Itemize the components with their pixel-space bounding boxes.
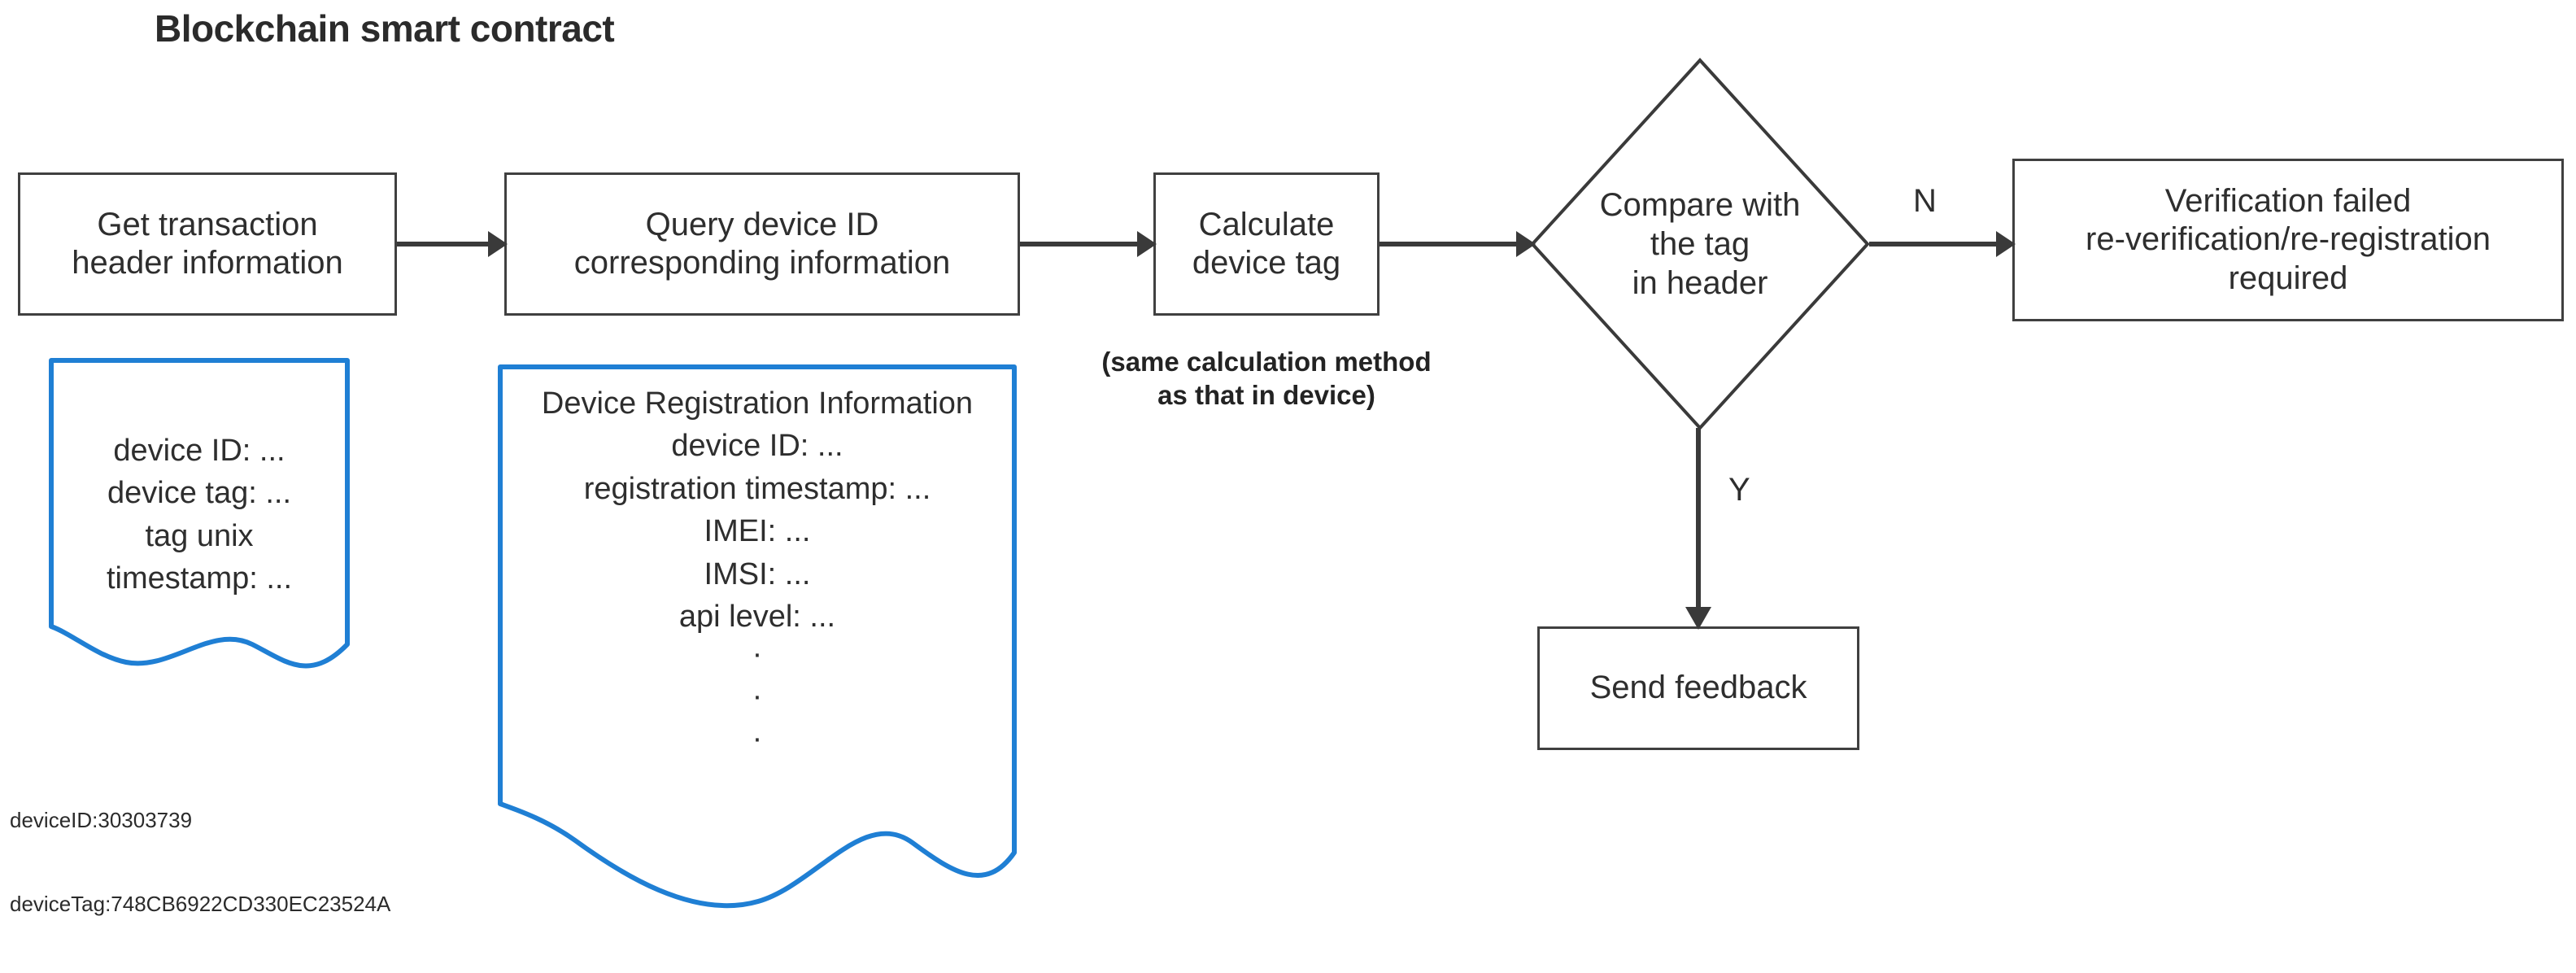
document-wave-shape-icon [49,358,350,669]
page-title: Blockchain smart contract [155,7,615,50]
hex-line-device-id: deviceID:30303739 [10,807,193,832]
annotation-same-calculation-method: (same calculation method as that in devi… [1072,345,1461,412]
hex-line-device-tag-1: deviceTag:748CB6922CD330EC23524A [10,891,391,916]
decision-diamond-compare-tag[interactable]: Compare with the tag in header [1529,57,1871,431]
connector-calculate-to-decision [1380,226,1536,262]
line-1: Query device ID [645,206,879,242]
arrow-down-icon [1685,428,1711,630]
connector-decision-to-send-feedback [1680,428,1716,630]
process-box-send-feedback-label: Send feedback [1546,669,1850,707]
line-1: Verification failed [2164,183,2412,220]
line-2: header information [72,245,343,281]
branch-label-no: N [1913,183,1937,219]
connector-get-to-query [397,226,508,262]
process-box-calculate-device-tag[interactable]: Calculate device tag [1153,172,1380,316]
process-box-get-transaction-header[interactable]: Get transaction header information [18,172,397,316]
process-box-query-device-id[interactable]: Query device ID corresponding informatio… [504,172,1020,316]
process-box-query-device-id-label: Query device ID corresponding informatio… [513,206,1011,282]
line-2: as that in device) [1157,380,1375,411]
connector-decision-to-verification-failed [1869,226,2016,262]
line-1: (same calculation method [1101,347,1432,377]
process-box-verification-failed[interactable]: Verification failed re-verification/re-r… [2012,159,2564,321]
arrow-right-icon [397,231,508,257]
document-shape-transaction-header-fields: device ID: ... device tag: ... tag unix … [49,358,350,700]
connector-query-to-calculate [1020,226,1157,262]
process-box-get-transaction-header-label: Get transaction header information [27,206,388,282]
process-box-verification-failed-label: Verification failed re-verification/re-r… [2021,182,2555,298]
document-wave-shape-icon [498,364,1017,909]
line-2: corresponding information [573,245,951,281]
line-1: Calculate [1198,206,1335,242]
process-box-send-feedback[interactable]: Send feedback [1537,626,1859,750]
arrow-right-icon [1380,231,1536,257]
arrow-right-icon [1020,231,1157,257]
line-2: re-verification/re-registration [2086,221,2491,258]
line-2: device tag [1192,245,1341,281]
line-1: Send feedback [1589,670,1807,706]
branch-label-yes: Y [1728,472,1750,508]
process-box-calculate-device-tag-label: Calculate device tag [1162,206,1371,282]
arrow-right-icon [1869,231,2016,257]
document-shape-device-registration-information: Device Registration Information device I… [498,364,1017,910]
line-1: Get transaction [97,206,318,242]
diamond-shape-icon [1530,58,1870,430]
hex-sample-caption: deviceID:30303739 deviceTag:748CB6922CD3… [10,750,397,973]
line-3: required [2228,260,2348,296]
